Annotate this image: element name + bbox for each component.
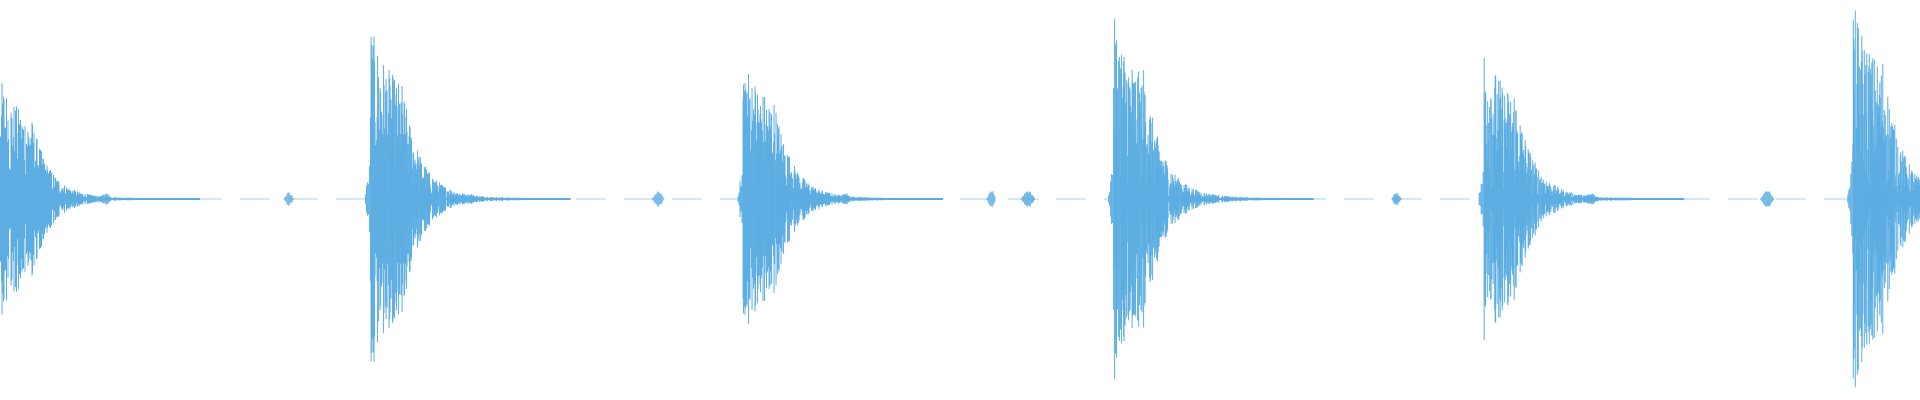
waveform-transients bbox=[0, 10, 1920, 388]
